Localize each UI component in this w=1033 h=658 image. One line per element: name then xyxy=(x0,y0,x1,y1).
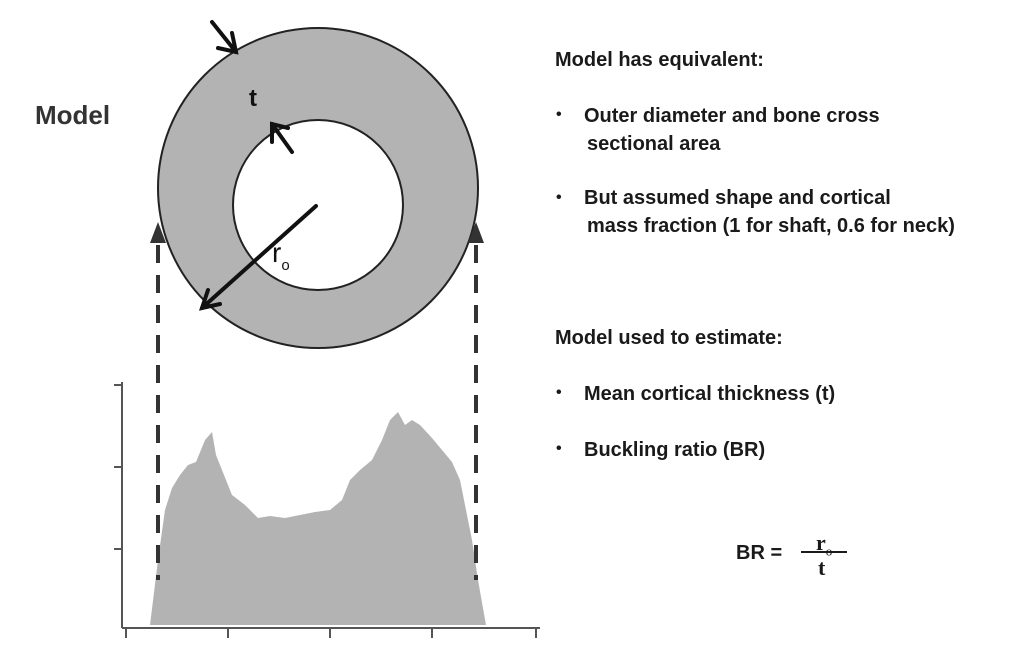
thickness-label: t xyxy=(249,85,257,112)
formula-lhs: BR = xyxy=(736,542,783,564)
bullet-1: • xyxy=(556,106,562,123)
item-2-line1: But assumed shape and cortical xyxy=(584,187,891,209)
formula-numerator-subscript: o xyxy=(826,543,833,558)
outer-thickness-arrow xyxy=(210,20,239,55)
radius-subscript: o xyxy=(281,257,289,274)
formula-numerator: ro xyxy=(816,530,832,559)
profile-ticks xyxy=(114,384,537,638)
section2-title: Model used to estimate: xyxy=(555,327,783,349)
item-2-line2: mass fraction (1 for shaft, 0.6 for neck… xyxy=(587,215,955,237)
right-projection-arrowhead xyxy=(468,222,484,243)
buckling-ratio-formula: BR = ro t xyxy=(736,530,856,590)
formula-fraction-bar xyxy=(801,551,847,553)
item-1-line1: Outer diameter and bone cross xyxy=(584,105,880,127)
left-projection-arrowhead xyxy=(150,222,166,243)
inner-marrow-circle xyxy=(232,119,404,291)
bullet-4: • xyxy=(556,440,562,457)
bullet-3: • xyxy=(556,384,562,401)
formula-denominator: t xyxy=(818,555,826,580)
intensity-profile xyxy=(150,412,486,625)
item-3-line1: Mean cortical thickness (t) xyxy=(584,383,836,405)
bullet-2: • xyxy=(556,189,562,206)
item-1-line2: sectional area xyxy=(587,133,721,155)
section1-title: Model has equivalent: xyxy=(555,49,764,71)
radius-label: ro xyxy=(272,237,290,274)
radius-arrow xyxy=(198,204,318,311)
model-label: Model xyxy=(35,100,111,130)
item-4-line1: Buckling ratio (BR) xyxy=(584,439,766,461)
inner-thickness-arrow xyxy=(270,121,294,154)
